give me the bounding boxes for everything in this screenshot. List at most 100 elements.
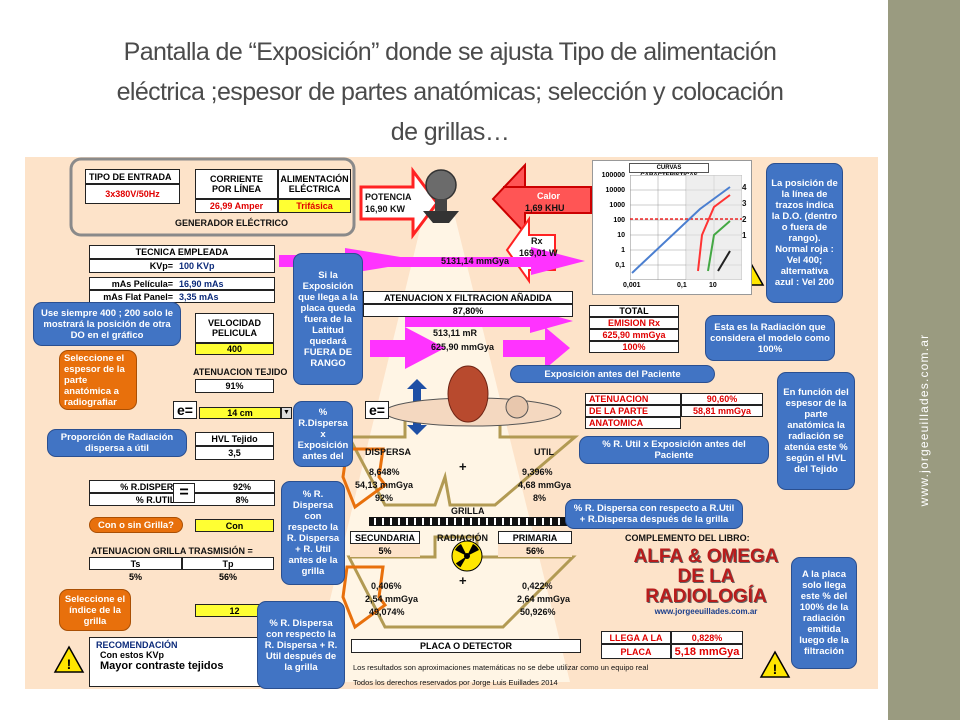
aten-label-2: DE LA PARTE (585, 405, 681, 417)
calor-value: 1,69 KHU (525, 203, 565, 213)
callout-pct-dispersa-despues: % R. Dispersa con respecto la R. Dispers… (257, 601, 345, 689)
tecnica-title: TECNICA EMPLEADA (89, 245, 275, 259)
slide-title-line-1: Pantalla de “Exposición” donde se ajusta… (123, 38, 777, 66)
tp-label: Tp (182, 557, 274, 570)
callout-exposicion-antes: Exposición antes del Paciente (510, 365, 715, 383)
velocidad-label: VELOCIDAD PELICULA (195, 313, 274, 343)
corriente-label-line-2: POR LÍNEA (211, 184, 261, 194)
callout-pct-util-x: % R. Util x Exposición antes del Pacient… (579, 436, 769, 464)
book-line-2: DE LA (677, 566, 735, 587)
mas-row: mAs Película= 16,90 mAs (89, 277, 275, 290)
atenuacion-tejido-label: ATENUACION TEJIDO (193, 367, 288, 377)
magenta-arrow-top-right (385, 247, 585, 275)
mas-label: mAs Película= (111, 278, 173, 289)
dispersa-mgya: 54,13 mmGya (355, 480, 414, 490)
curvas-y-tick: 0,1 (615, 262, 625, 269)
velocidad-select[interactable]: 400 (195, 343, 274, 355)
disclaimer-1: Los resultados son aproximaciones matemá… (353, 663, 649, 672)
curvas-y-tick: 1 (621, 247, 625, 254)
curve-green (707, 220, 731, 272)
magenta-arrow-right (503, 327, 570, 369)
warning-icon: ! (53, 645, 85, 673)
callout-radiacion-100: Esta es la Radiación que considera el mo… (705, 315, 835, 361)
callout-a-la-placa: A la placa solo llega este % del 100% de… (791, 557, 857, 669)
util-pct: 9,396% (522, 467, 553, 477)
right-pct: 0,422% (522, 581, 553, 591)
curvas-y-tick: 100 (613, 217, 625, 224)
curvas-y-tick: 10 (617, 232, 625, 239)
curvas-x-tick: 0,1 (677, 282, 687, 289)
disclaimer-2: Todos los derechos reservados por Jorge … (353, 678, 558, 687)
curvas-y-tick: 10000 (605, 187, 625, 194)
recomendacion-main: Mayor contraste tejidos (100, 660, 224, 672)
curve-label-2: 2 (742, 215, 747, 224)
tipo-entrada-label: TIPO DE ENTRADA (85, 169, 180, 184)
callout-proporcion: Proporción de Radiación dispersa a útil (47, 429, 187, 457)
aten-mgya: 58,81 mmGya (681, 405, 763, 417)
curve-red (697, 194, 731, 272)
equals-sign: = (173, 483, 195, 503)
callout-seleccione-indice: Seleccione el índice de la grilla (59, 589, 131, 631)
radiacion-label: RADIACIÓN (437, 533, 488, 543)
mas-flat-value: 3,35 mAs (179, 291, 219, 302)
slide-title-line-3: de grillas… (390, 118, 510, 146)
mas-flat-row: mAs Flat Panel= 3,35 mAs (89, 290, 275, 303)
plus-lower: + (459, 573, 467, 588)
orange-arrow-left-bottom (341, 565, 388, 630)
curvas-y-tick: 100000 (601, 172, 625, 179)
atenuacion-tejido-value: 91% (195, 379, 274, 393)
potencia-arrow (359, 166, 439, 240)
grilla-label: GRILLA (451, 506, 485, 516)
grilla-select[interactable]: Con (195, 519, 274, 532)
svg-text:!: ! (773, 661, 778, 677)
magenta-arrow-left (370, 327, 445, 369)
total-label: TOTAL (589, 305, 679, 317)
book-url[interactable]: www.jorgeeuillades.com.ar (654, 607, 758, 616)
dispersa-pct: 8,648% (369, 467, 400, 477)
left-total: 49,074% (369, 607, 405, 617)
indice-grilla-select[interactable]: 12 (195, 604, 274, 617)
grilla-prompt: Con o sin Grilla? (89, 517, 183, 533)
callout-pct-dispersa-x: % R.Dispersa x Exposición antes del (293, 401, 353, 467)
potencia-label: POTENCIA (365, 192, 412, 202)
calor-label: Calor (537, 191, 561, 201)
book-line-1: ALFA & OMEGA (633, 546, 779, 567)
mgya-mid: 625,90 mmGya (431, 342, 495, 352)
kvp-label: KVp= (149, 261, 173, 271)
rx-value: 169,01 W (519, 248, 558, 258)
curve-label-4: 4 (742, 183, 747, 192)
curvas-plot (630, 175, 742, 280)
velocidad-label-line-1: VELOCIDAD (207, 318, 261, 328)
recomendacion-box: RECOMENDACIÓN Con estos KVp Mayor contra… (89, 637, 275, 687)
recomendacion-title: RECOMENDACIÓN (96, 640, 178, 650)
warning-icon: ! (759, 650, 791, 678)
dropdown-arrow-icon[interactable]: ▼ (281, 407, 292, 419)
curvas-chart: CURVAS CARACTERISTICAS 10000010000100010… (592, 160, 752, 295)
plus-upper: + (459, 459, 467, 474)
mas-value[interactable]: 16,90 mAs (179, 278, 224, 289)
complemento-label: COMPLEMENTO DEL LIBRO: (625, 533, 750, 543)
rx-label: Rx (531, 236, 543, 246)
recomendacion-line: Con estos KVp (100, 650, 165, 660)
kvp-value[interactable]: 100 KVp (179, 261, 215, 271)
aten-label-1: ATENUACION (585, 393, 681, 405)
alimentacion-label: ALIMENTACIÓN ELÉCTRICA (278, 169, 351, 199)
slide-title: Pantalla de “Exposición” donde se ajusta… (20, 32, 880, 152)
alimentacion-value[interactable]: Trifásica (278, 199, 351, 213)
dispersa-92: 92% (375, 493, 394, 503)
orange-arrow-left-top (341, 447, 388, 510)
velocidad-label-line-2: PELICULA (212, 328, 257, 338)
callout-pct-dispersa-util: % R. Dispersa con respecto la R. Dispers… (281, 481, 345, 585)
secundaria-value: 5% (350, 544, 420, 557)
curvas-x-tick: 10 (709, 282, 717, 289)
mgya-top: 5131,14 mmGya (441, 256, 510, 266)
curve-label-1: 1 (742, 231, 747, 240)
espesor-input[interactable]: 14 cm (199, 407, 281, 419)
potencia-value: 16,90 KW (365, 204, 406, 214)
emision-pct: 100% (589, 341, 679, 353)
curvas-x-tick: 0,001 (623, 282, 641, 289)
aten-label-3: ANATOMICA (585, 417, 681, 429)
r-dispersa-label: % R.DISPERSA (120, 481, 186, 492)
ts-value: 5% (89, 570, 182, 583)
callout-seleccione-espesor: Seleccione el espesor de la parte anatóm… (59, 350, 137, 410)
